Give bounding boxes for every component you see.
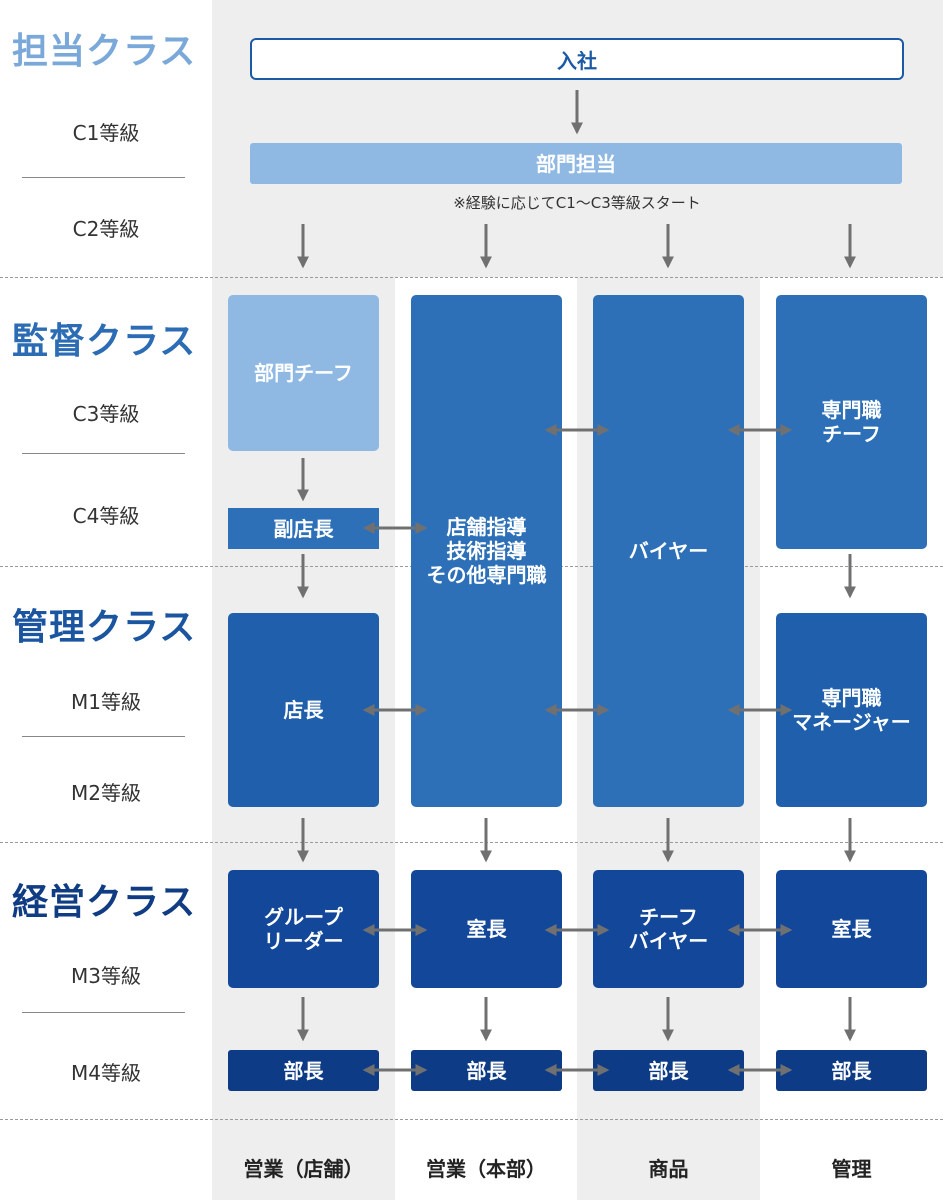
column-footer-sales-store: 営業（店舗） [243, 1157, 364, 1181]
group-leader-box: グループ リーダー [228, 870, 379, 988]
class-heading-suffix: クラス [86, 321, 197, 362]
class-separator [0, 277, 943, 278]
class-heading-suffix: クラス [86, 882, 197, 923]
grade-m4: M4等級 [71, 1061, 141, 1085]
class-heading-strong: 監督 [12, 321, 87, 362]
class-heading-suffix: クラス [86, 607, 197, 648]
start-grade-note: ※経験に応じてC1〜C3等級スタート [453, 194, 701, 212]
grade-m2: M2等級 [71, 781, 141, 805]
grade-divider [22, 736, 185, 737]
hq-director-box: 部長 [411, 1050, 562, 1091]
grade-divider [22, 453, 185, 454]
class-separator [0, 842, 943, 843]
grade-c2: C2等級 [72, 217, 140, 241]
class-heading-kantoku: 監督クラス [12, 312, 196, 364]
grade-divider [22, 1012, 185, 1013]
store-dept-chief-box: 部門チーフ [228, 295, 379, 451]
chief-buyer-box: チーフ バイヤー [593, 870, 744, 988]
grade-divider [22, 177, 185, 178]
admin-section-head-box: 室長 [776, 870, 927, 988]
hq-specialist-box: 店舗指導 技術指導 その他専門職 [411, 295, 562, 807]
class-heading-strong: 経営 [12, 882, 87, 923]
dept-staff-box: 部門担当 [250, 143, 902, 184]
hq-section-head-box: 室長 [411, 870, 562, 988]
specialist-manager-box: 専門職 マネージャー [776, 613, 927, 807]
column-footer-admin: 管理 [831, 1157, 872, 1181]
class-heading-strong: 担当 [12, 31, 87, 72]
specialist-chief-box: 専門職 チーフ [776, 295, 927, 549]
class-heading-keiei: 経営クラス [12, 873, 196, 925]
column-footer-sales-hq: 営業（本部） [426, 1157, 546, 1181]
buyer-box: バイヤー [593, 295, 744, 807]
class-heading-suffix: クラス [86, 31, 197, 72]
entry-box: 入社 [250, 38, 904, 80]
column-footer-merchandise: 商品 [648, 1157, 689, 1181]
grade-m3: M3等級 [71, 964, 141, 988]
grade-c3: C3等級 [72, 402, 140, 426]
admin-director-box: 部長 [776, 1050, 927, 1091]
store-manager-box: 店長 [228, 613, 379, 807]
vice-store-manager-box: 副店長 [228, 508, 379, 549]
class-heading-strong: 管理 [12, 607, 87, 648]
class-separator [0, 1119, 943, 1120]
class-heading-kanri: 管理クラス [12, 598, 196, 650]
grade-c1: C1等級 [72, 121, 140, 145]
merchandise-director-box: 部長 [593, 1050, 744, 1091]
grade-m1: M1等級 [71, 690, 141, 714]
store-director-box: 部長 [228, 1050, 379, 1091]
class-heading-tanto: 担当クラス [12, 22, 196, 74]
grade-c4: C4等級 [72, 504, 140, 528]
